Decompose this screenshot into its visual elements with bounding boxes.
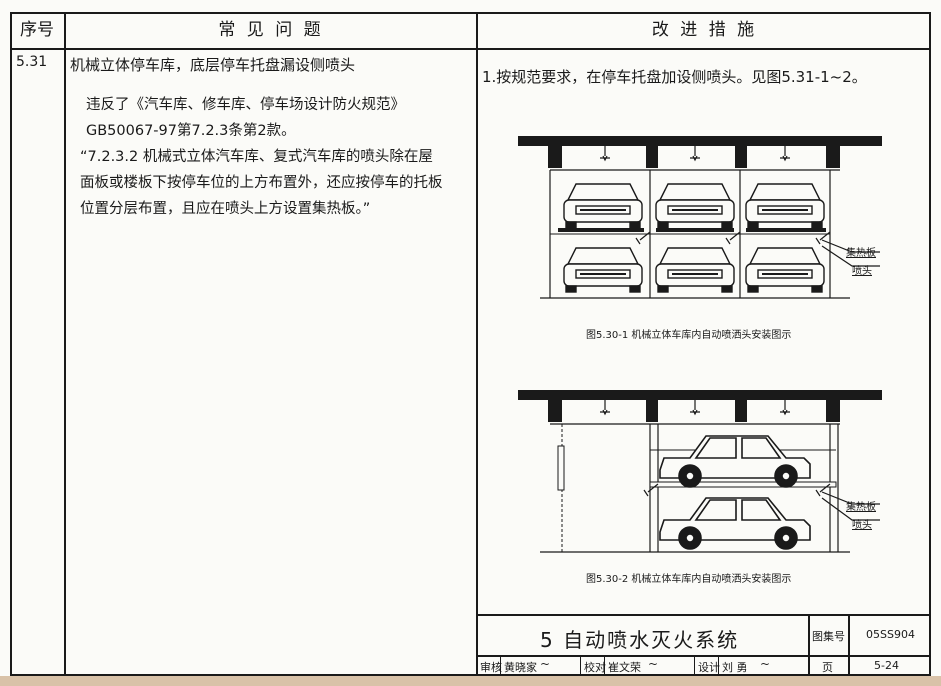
label-sprinkler-1: 喷头 (852, 266, 872, 277)
row-number: 5.31 (16, 54, 48, 70)
header-divider (10, 48, 931, 50)
page-label: 页 (822, 661, 833, 674)
problem-line: “7.2.3.2 机械式立体汽车库、复式汽车库的喷头除在屋 (80, 149, 433, 165)
tb-sep (580, 655, 581, 676)
figure-1-diagram (518, 136, 882, 299)
figure-1-caption: 图5.30-1 机械立体车库内自动喷洒头安装图示 (586, 330, 792, 341)
title-block-div1 (808, 614, 810, 676)
header-problem: 常 见 问 题 (218, 20, 324, 40)
tb-sep (718, 655, 719, 676)
divider-col2 (476, 12, 478, 676)
divider-col1 (64, 12, 66, 676)
title-block-top (476, 614, 931, 616)
label-sprinkler-2: 喷头 (852, 520, 872, 531)
table-frame (10, 12, 931, 676)
review-label: 审核 (480, 661, 502, 674)
problem-line: 违反了《汽车库、修车库、停车场设计防火规范》 (86, 97, 405, 113)
design-label: 设计 (698, 661, 720, 674)
title-block-mid (476, 655, 931, 657)
figure-2-caption: 图5.30-2 机械立体车库内自动喷洒头安装图示 (586, 574, 792, 585)
page-number: 5-24 (874, 659, 899, 672)
header-measure: 改 进 措 施 (651, 20, 758, 40)
check-label: 校对 (584, 661, 606, 674)
check-signature: ~ (648, 657, 659, 671)
atlas-number: 05SS904 (866, 628, 915, 641)
atlas-label: 图集号 (812, 630, 845, 643)
problem-title: 机械立体停车库，底层停车托盘漏设侧喷头 (70, 56, 356, 74)
tb-sep (604, 655, 605, 676)
title-block-div2 (848, 614, 850, 676)
figure-2-diagram (518, 390, 882, 553)
problem-line: GB50067-97第7.2.3条第2款。 (86, 123, 296, 139)
header-number: 序号 (20, 20, 54, 40)
review-signature: ~ (540, 657, 551, 671)
problem-line: 位置分层布置，且应在喷头上方设置集热板。” (80, 201, 371, 217)
section-title: 5 自动喷水灭火系统 (540, 628, 740, 652)
tb-sep (500, 655, 501, 676)
problem-body: 违反了《汽车库、修车库、停车场设计防火规范》 GB50067-97第7.2.3条… (80, 92, 466, 222)
problem-line: 面板或楼板下按停车位的上方布置外，还应按停车的托板 (80, 175, 443, 191)
scan-edge (0, 676, 941, 686)
label-heat-plate-2: 集热板 (846, 502, 876, 513)
design-name: 刘 勇 (722, 661, 748, 674)
label-heat-plate-1: 集热板 (846, 248, 876, 259)
review-name: 黄晓家 (504, 661, 537, 674)
measure-text: 1.按规范要求，在停车托盘加设侧喷头。见图5.31-1~2。 (482, 68, 867, 86)
check-name: 崔文荣 (608, 661, 641, 674)
tb-sep (694, 655, 695, 676)
design-signature: ~ (760, 657, 771, 671)
